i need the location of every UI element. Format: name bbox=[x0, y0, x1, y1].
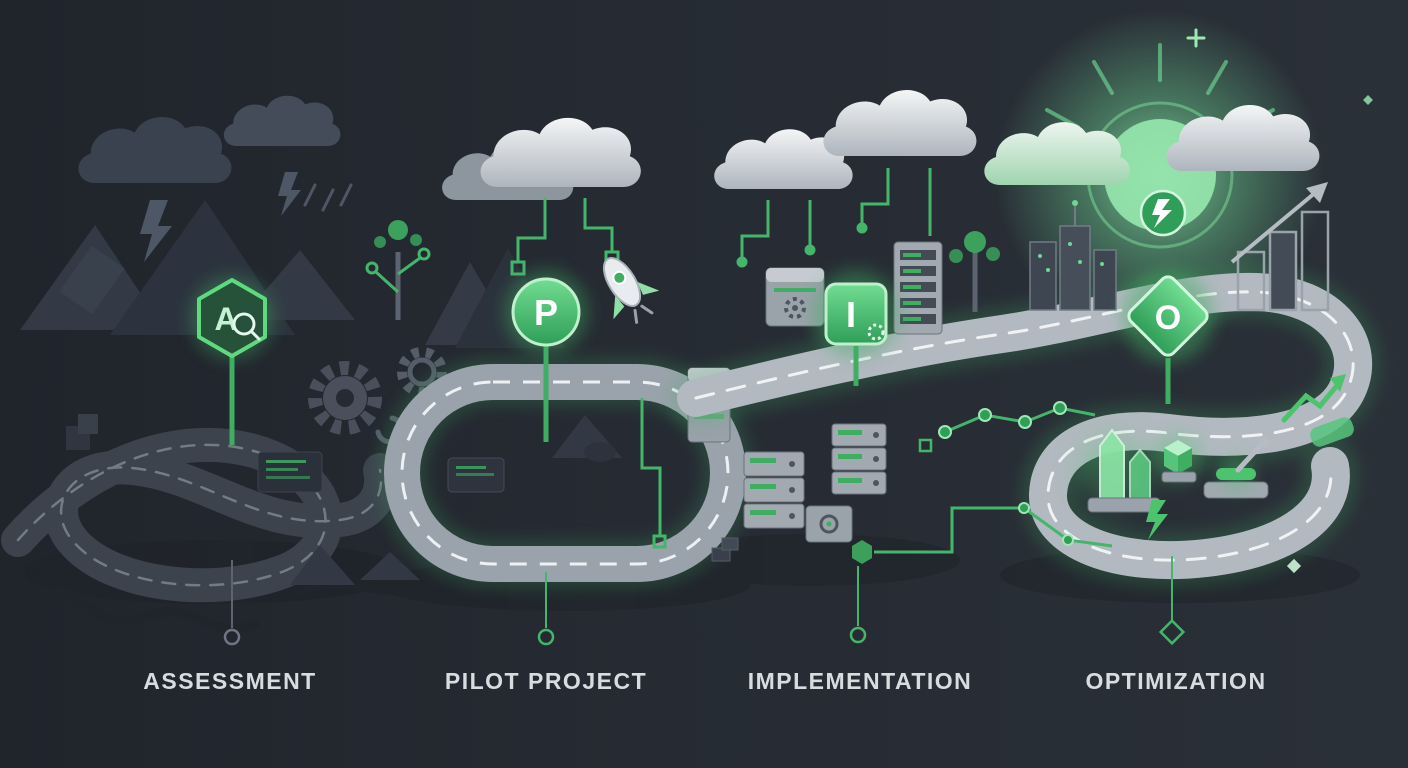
circuit-drop-lines bbox=[736, 168, 932, 268]
pilot-sign-letter: P bbox=[534, 292, 558, 333]
optimization-sign-letter: O bbox=[1155, 299, 1181, 337]
laptop-icon bbox=[447, 457, 505, 493]
circuit-tree-icon bbox=[365, 220, 431, 320]
circuit-node-icon bbox=[852, 401, 1113, 564]
assessment-sign-letter: A bbox=[214, 301, 237, 337]
pedestal bbox=[1203, 437, 1269, 499]
optimization-sign: O bbox=[1122, 270, 1214, 404]
implementation-zone: I bbox=[711, 90, 1113, 644]
optimization-connector bbox=[1158, 556, 1186, 646]
tool-icon bbox=[1235, 441, 1265, 473]
lightning-icon bbox=[140, 172, 301, 262]
mini-gear-icon bbox=[867, 323, 885, 341]
growth-chart bbox=[1230, 182, 1330, 312]
assessment-sign: A bbox=[190, 276, 274, 445]
tangled-road-icon bbox=[1, 427, 424, 633]
implementation-sign: I bbox=[812, 270, 900, 386]
growth-arrow-icon bbox=[1281, 374, 1354, 447]
sparkle-icon bbox=[1186, 28, 1373, 574]
pilot-zone: P bbox=[365, 117, 752, 646]
circuit-tree-icon bbox=[949, 231, 1000, 312]
server-icon bbox=[765, 267, 825, 327]
rain-lines bbox=[303, 183, 353, 212]
assessment-zone: A bbox=[1, 95, 447, 646]
implementation-sign-letter: I bbox=[846, 294, 856, 335]
magnifier-icon bbox=[232, 312, 262, 342]
cube-icon bbox=[1152, 432, 1204, 484]
crystal-icon bbox=[1078, 428, 1161, 513]
implementation-connector bbox=[849, 566, 867, 644]
pilot-connector bbox=[537, 572, 555, 646]
inner-rocks bbox=[552, 415, 622, 462]
pilot-road-loop bbox=[378, 358, 752, 588]
bolt-badge-icon bbox=[1139, 189, 1187, 237]
bolt-icon bbox=[1146, 500, 1168, 540]
rocks bbox=[66, 414, 420, 585]
building-icon bbox=[1029, 200, 1117, 311]
optimization-zone: O bbox=[984, 28, 1373, 646]
assessment-connector bbox=[223, 560, 241, 646]
circuit-node-icon bbox=[640, 398, 667, 549]
rocket-icon bbox=[602, 257, 660, 324]
server-rack-icon bbox=[893, 241, 943, 335]
pilot-sign: P bbox=[504, 270, 588, 442]
dark-terminal-icon bbox=[257, 451, 323, 493]
main-road bbox=[669, 264, 1381, 588]
server-stack-icon bbox=[711, 423, 887, 562]
